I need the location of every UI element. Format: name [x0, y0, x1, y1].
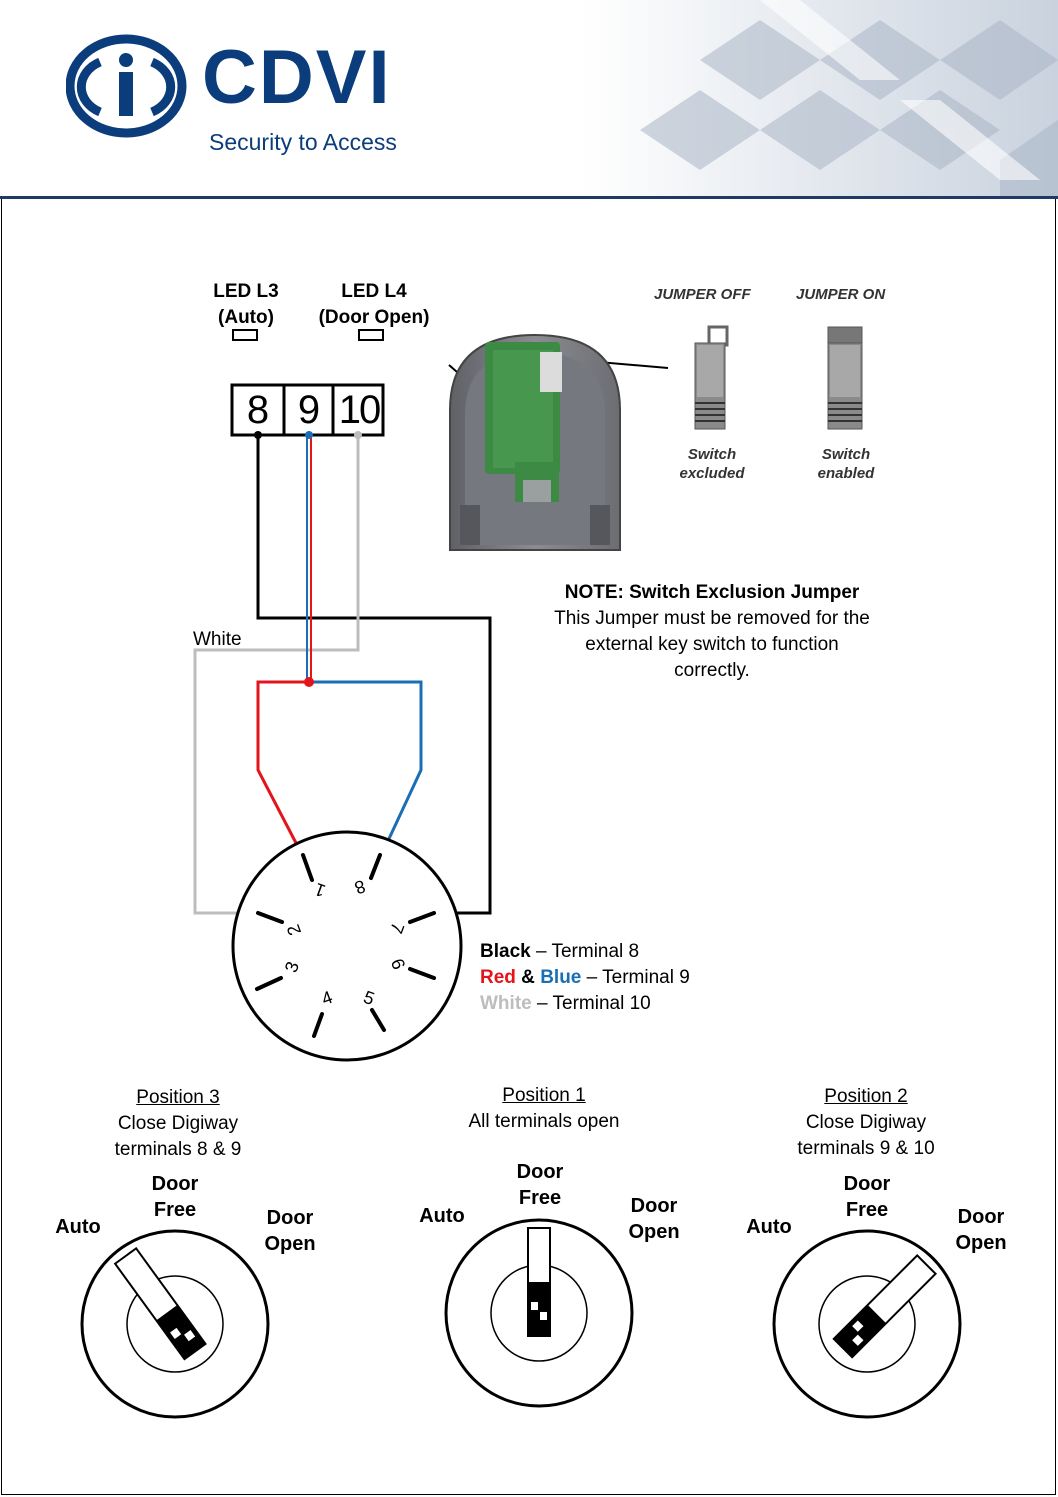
cdvi-logo-icon — [66, 34, 187, 138]
led-l3-label: LED L3 (Auto) — [196, 279, 296, 331]
key3-free-word: Free — [153, 1199, 197, 1221]
note-line-1: This Jumper must be removed for the — [554, 608, 870, 629]
jumper-off-caption: Switch excluded — [662, 445, 762, 483]
led-l3-mode: (Auto) — [218, 307, 274, 328]
terminal-8-number: 8 — [246, 388, 270, 432]
jumper-note: NOTE: Switch Exclusion Jumper This Jumpe… — [512, 580, 912, 684]
note-title: NOTE: Switch Exclusion Jumper — [564, 582, 860, 603]
legend-rb-terminal: – Terminal 9 — [581, 967, 690, 988]
position-3-title: Position 3 — [136, 1087, 220, 1108]
header-divider — [0, 196, 1058, 199]
jumper-off-caption-line2: excluded — [679, 465, 745, 482]
key2-free-word: Free — [845, 1199, 889, 1221]
key-switch-position-3 — [80, 1229, 270, 1419]
key3-door-word: Door — [151, 1173, 199, 1195]
jumper-on-caption-line2: enabled — [817, 465, 875, 482]
led-l4-indicator — [358, 329, 384, 341]
key1-door-word: Door — [516, 1161, 564, 1183]
key3-auto-label: Auto — [55, 1216, 101, 1238]
receiver-photo — [449, 333, 621, 551]
position-2-title: Position 2 — [824, 1086, 908, 1107]
position-2-line1: Close Digiway — [805, 1112, 927, 1133]
header-background — [0, 0, 1058, 198]
terminal-9-number: 9 — [297, 388, 321, 432]
terminal-10-number: 10 — [338, 388, 382, 432]
key2-open-word: Open — [955, 1232, 1007, 1254]
key3-open-word: Open — [264, 1233, 316, 1255]
brand-name: CDVI — [202, 35, 392, 120]
key1-free-word: Free — [518, 1187, 562, 1209]
key2-auto-label: Auto — [746, 1216, 792, 1238]
jumper-off-icon — [694, 325, 729, 430]
jumper-on-caption: Switch enabled — [796, 445, 896, 483]
legend-red-blue: Red & Blue – Terminal 9 — [480, 965, 800, 991]
jumper-on-icon — [827, 326, 863, 430]
jumper-off-title: JUMPER OFF — [654, 286, 751, 303]
key1-open-word: Open — [628, 1221, 680, 1243]
key-switch-position-2 — [772, 1229, 962, 1419]
blue-wire — [309, 680, 423, 844]
led-l4-mode: (Door Open) — [318, 307, 430, 328]
white-wire — [193, 435, 360, 915]
brand-tagline: Security to Access — [209, 129, 397, 155]
key2-door-word: Door — [843, 1173, 891, 1195]
wire-legend: Black – Terminal 8 Red & Blue – Terminal… — [480, 939, 800, 1017]
legend-amp: & — [515, 967, 541, 988]
key1-door-free-label: Door Free — [500, 1159, 580, 1211]
red-wire — [256, 680, 309, 844]
position-1-description: Position 1 All terminals open — [444, 1083, 644, 1135]
position-2-description: Position 2 Close Digiway terminals 9 & 1… — [766, 1084, 966, 1162]
key2-door-free-label: Door Free — [827, 1171, 907, 1223]
legend-black-terminal: – Terminal 8 — [530, 941, 640, 962]
position-1-line1: All terminals open — [468, 1111, 620, 1132]
position-3-line2: terminals 8 & 9 — [114, 1139, 242, 1160]
legend-red-name: Red — [480, 967, 516, 988]
legend-white-terminal: – Terminal 10 — [531, 993, 651, 1014]
jumper-off-caption-line1: Switch — [687, 446, 737, 463]
key1-auto-label: Auto — [419, 1205, 465, 1227]
legend-black-name: Black — [480, 941, 531, 962]
legend-white: White – Terminal 10 — [480, 991, 800, 1017]
led-l3-title: LED L3 — [213, 281, 279, 302]
black-wire — [256, 435, 492, 915]
page-header — [0, 0, 1058, 198]
legend-black: Black – Terminal 8 — [480, 939, 800, 965]
key1-door-word-2: Door — [630, 1195, 678, 1217]
key-switch-drawings — [80, 1218, 962, 1419]
led-l3-indicator — [232, 329, 258, 341]
switch-dial — [231, 830, 463, 1062]
key2-door-word-2: Door — [957, 1206, 1005, 1228]
key2-door-open-label: Door Open — [941, 1204, 1021, 1256]
key3-door-word-2: Door — [266, 1207, 314, 1229]
position-3-line1: Close Digiway — [117, 1113, 239, 1134]
key3-door-free-label: Door Free — [135, 1171, 215, 1223]
jumper-on-title: JUMPER ON — [796, 286, 886, 303]
key-switch-position-1 — [444, 1218, 634, 1408]
legend-blue-name: Blue — [540, 967, 582, 988]
led-l4-label: LED L4 (Door Open) — [304, 279, 444, 331]
position-1-title: Position 1 — [502, 1085, 586, 1106]
position-3-description: Position 3 Close Digiway terminals 8 & 9 — [78, 1085, 278, 1163]
led-l4-title: LED L4 — [341, 281, 407, 302]
jumper-on-caption-line1: Switch — [821, 446, 871, 463]
note-line-3: correctly. — [674, 660, 750, 681]
white-wire-label: White — [193, 629, 242, 650]
page-frame — [1, 199, 1056, 1495]
legend-white-name: White — [480, 993, 532, 1014]
note-line-2: external key switch to function — [585, 634, 839, 655]
key3-door-open-label: Door Open — [250, 1205, 330, 1257]
position-2-line2: terminals 9 & 10 — [797, 1138, 935, 1159]
key1-door-open-label: Door Open — [614, 1193, 694, 1245]
